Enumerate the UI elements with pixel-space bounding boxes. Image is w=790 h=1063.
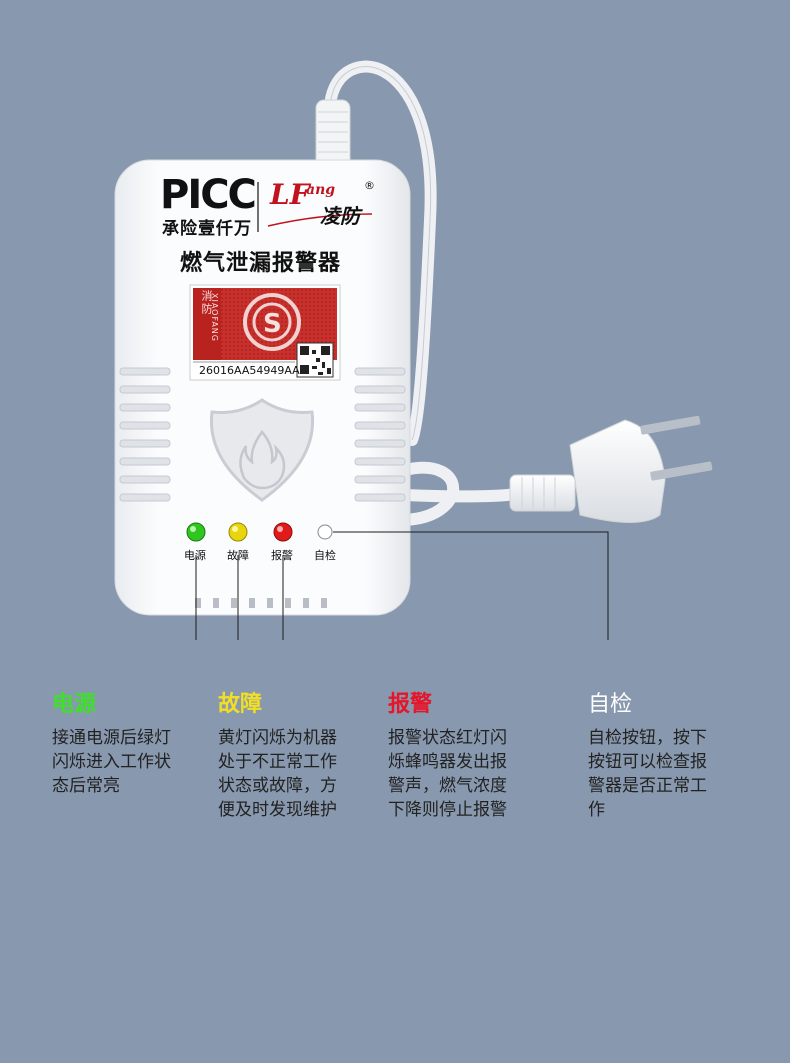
legend-desc-power: 接通电源后绿灯闪烁进入工作状态后常亮 (52, 728, 171, 796)
led-label-alarm: 报警 (271, 549, 293, 562)
led-power (186, 522, 206, 542)
legend-title-fault: 故障 (218, 692, 263, 717)
legend-desc-fault: 黄灯闪烁为机器处于不正常工作状态或故障，方便及时发现维护 (218, 728, 337, 820)
shield-flame-icon (209, 398, 315, 502)
self-test-button[interactable] (317, 524, 333, 540)
left-vents (119, 367, 171, 502)
detector-body (114, 159, 411, 616)
picc-logo: PICC (160, 172, 257, 218)
gas-detector-illustration: S (114, 60, 713, 640)
fire-safety-logo-icon (243, 293, 301, 351)
led-label-fault: 故障 (227, 549, 249, 562)
right-vents (354, 367, 406, 502)
cable-strain-relief (315, 99, 351, 171)
legend-title-power: 电源 (52, 692, 97, 717)
power-plug-icon (509, 415, 713, 523)
lfang-logo-sup: ang (306, 182, 336, 198)
legend-title-self-test: 自检 (588, 692, 633, 717)
lfang-logo-cn: 凌防 (320, 204, 360, 228)
picc-tagline: 承险壹仟万 (162, 219, 252, 239)
led-label-power: 电源 (184, 549, 206, 562)
xiaofang-label-panel: S (189, 284, 341, 381)
lfang-logo: LF (270, 178, 310, 211)
registered-mark: ® (364, 179, 375, 192)
legend-desc-self-test: 自检按钮，按下按钮可以检查报警器是否正常工作 (588, 728, 707, 820)
serial-number: 26016AA54949AA (199, 364, 300, 377)
callout-lines (195, 531, 609, 640)
led-alarm (273, 522, 293, 542)
fire-label-cn: 消防 (200, 290, 213, 316)
legend-desc-alarm: 报警状态红灯闪烁蜂鸣器发出报警声，燃气浓度下降则停止报警 (388, 728, 507, 820)
led-fault (228, 522, 248, 542)
device-title: 燃气泄漏报警器 (180, 251, 342, 276)
led-label-self-test: 自检 (314, 549, 336, 562)
svg-text:S: S (263, 309, 282, 339)
bottom-vents (195, 598, 327, 608)
fire-label-en: XIAOFANG (210, 293, 219, 342)
legend-title-alarm: 报警 (388, 692, 433, 717)
